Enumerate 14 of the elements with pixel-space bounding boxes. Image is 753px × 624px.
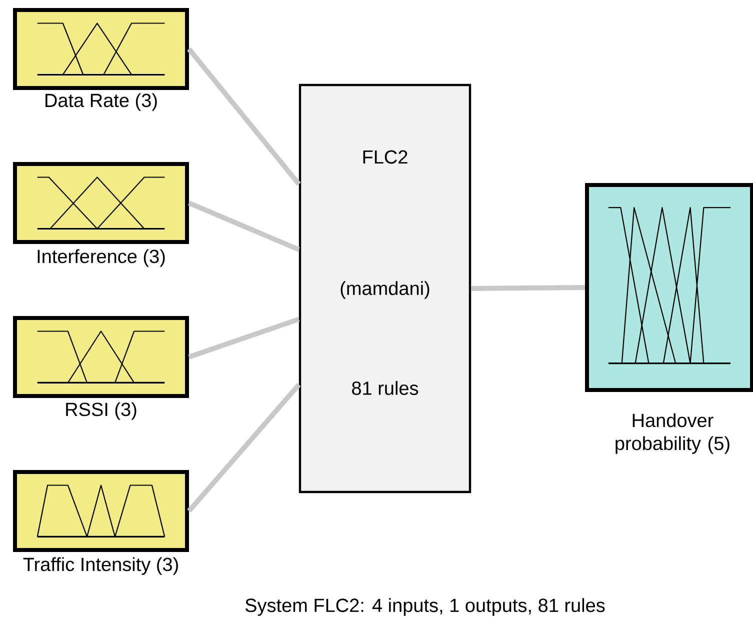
box-text: (mamdani)	[340, 281, 430, 299]
variable-label: Handover probability (5)	[616, 413, 730, 454]
connector-line	[188, 316, 300, 360]
connector-line	[187, 383, 301, 513]
box-text: 81 rules	[352, 381, 418, 395]
variable-label: RSSI (3)	[66, 402, 136, 420]
box-text: FLC2	[363, 150, 408, 164]
connector-line	[471, 285, 586, 291]
variable-label: Interference (3)	[38, 249, 165, 267]
connector-line	[187, 47, 301, 186]
caption: System FLC2: 4 inputs, 1 outputs, 81 rules	[245, 598, 605, 616]
connector-line	[188, 200, 300, 252]
variable-label: Data Rate (3)	[46, 93, 157, 111]
variable-label: Traffic Intensity (3)	[23, 557, 178, 575]
